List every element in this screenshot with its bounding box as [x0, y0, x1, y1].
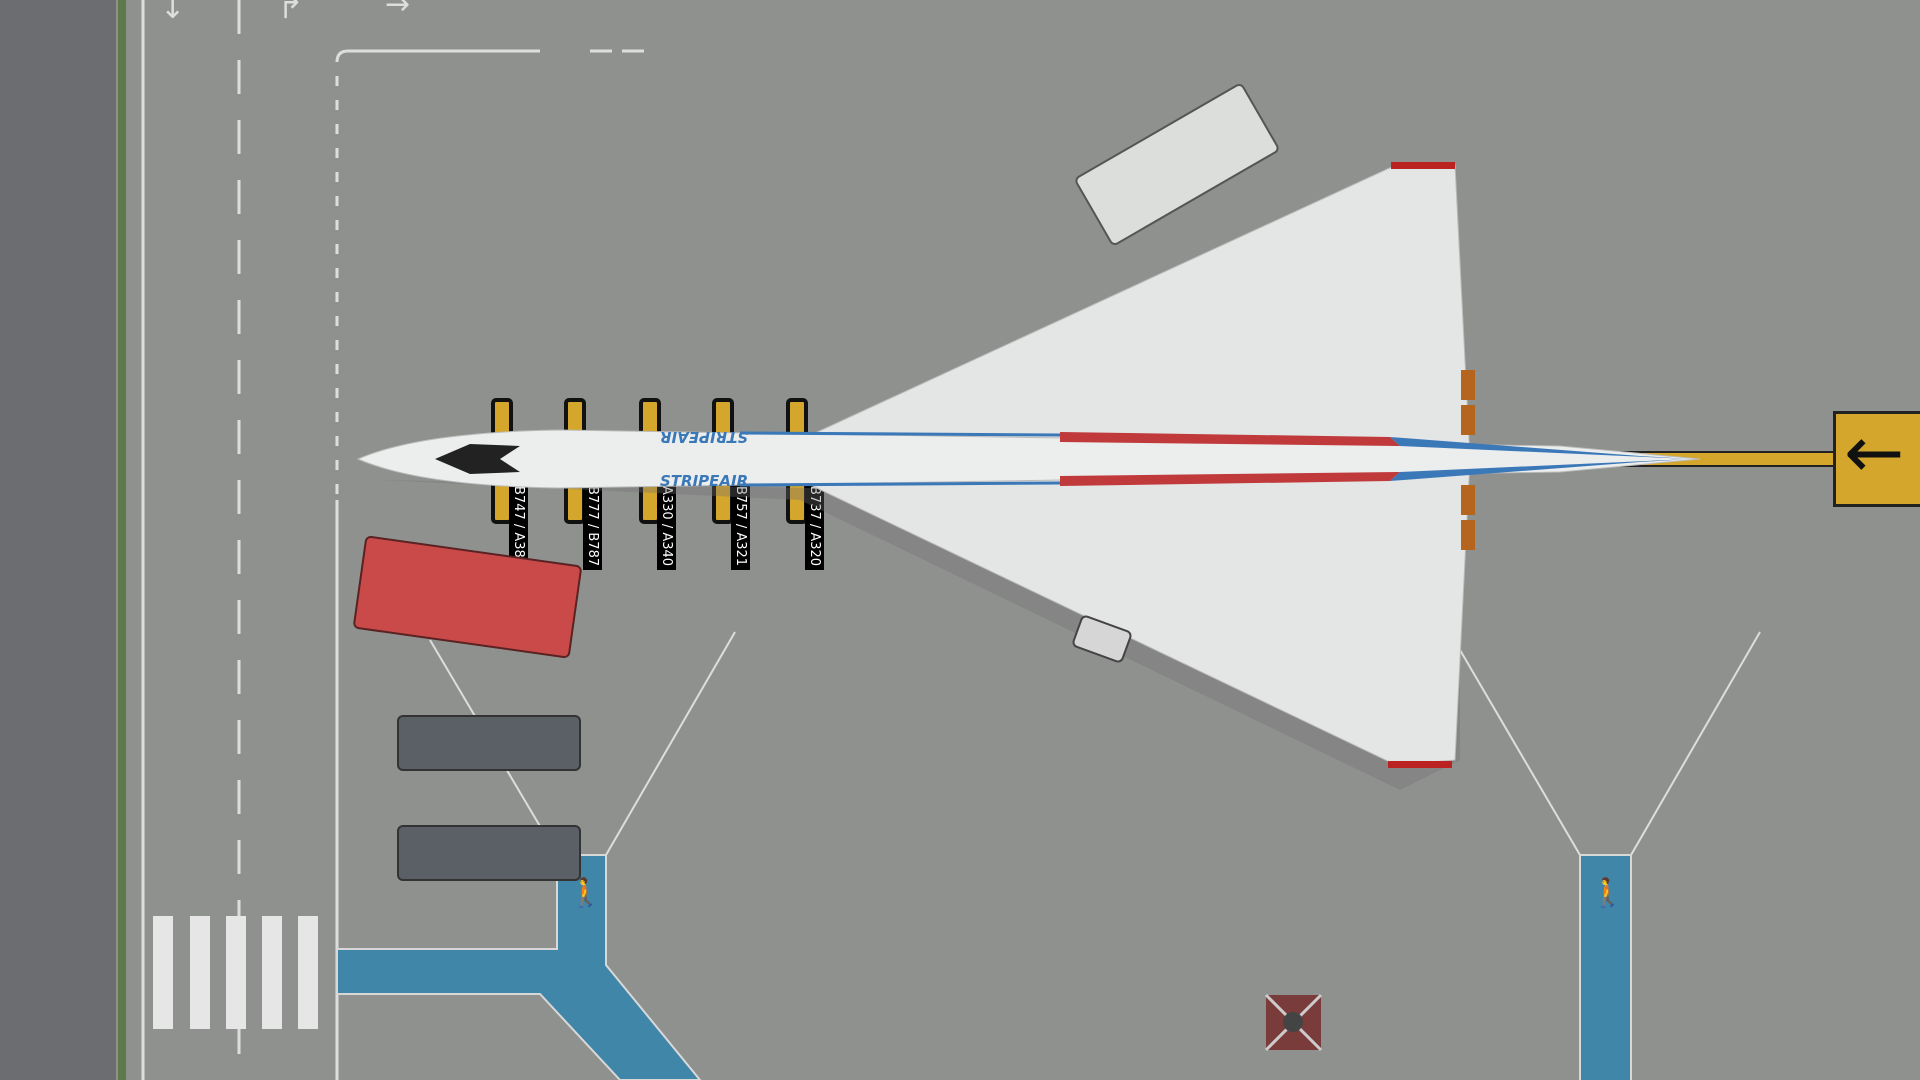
stop-label: B747 / A380 — [509, 482, 528, 571]
svg-text:↱: ↱ — [278, 0, 303, 26]
livery-text: STRIPEAIR — [660, 428, 749, 446]
stop-label: B757 / A321 — [731, 482, 750, 571]
grass-strip — [118, 0, 126, 1080]
stop-label: B737 / A320 — [805, 482, 824, 571]
baggage-cart[interactable] — [397, 825, 581, 881]
guidance-sign: ← — [1833, 411, 1920, 507]
svg-text:↓: ↓ — [160, 0, 185, 26]
pedestrian-icon: 🚶 — [1590, 876, 1625, 909]
baggage-cart[interactable] — [397, 715, 581, 771]
walkway — [336, 854, 1632, 1080]
service-road — [0, 0, 116, 1080]
arrow-left-icon: ← — [1844, 410, 1905, 494]
pedestrian-icon: 🚶 — [568, 876, 603, 909]
livery-text: STRIPEAIR — [660, 472, 749, 490]
stop-label: B777 / B787 — [583, 482, 602, 571]
stop-label: A330 / A340 — [657, 482, 676, 571]
lane-arrow-icon: ↓ ↱ → — [160, 0, 410, 26]
crosswalk — [153, 916, 318, 1029]
svg-text:→: → — [385, 0, 410, 22]
